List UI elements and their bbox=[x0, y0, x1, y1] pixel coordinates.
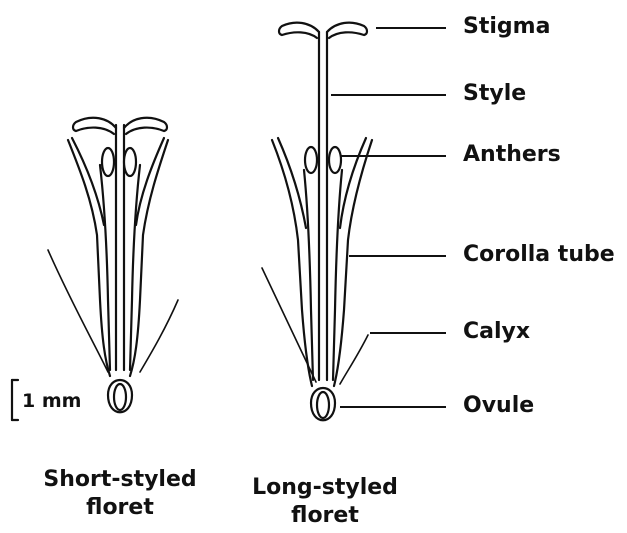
long-styled-floret-drawing bbox=[262, 23, 372, 421]
long-calyx-right bbox=[340, 335, 368, 384]
long-corolla-lobe-left-inner bbox=[278, 138, 306, 228]
short-anther-left bbox=[102, 148, 114, 176]
short-calyx-right bbox=[140, 300, 178, 372]
scale-bar-label: 1 mm bbox=[22, 390, 81, 412]
caption-short-styled-floret: Short-styled floret bbox=[30, 466, 210, 522]
long-corolla-lobe-right bbox=[334, 140, 372, 386]
long-stigma-right bbox=[327, 23, 367, 38]
short-stigma-left bbox=[73, 118, 116, 134]
short-styled-floret-drawing bbox=[48, 118, 178, 413]
long-anther-right bbox=[329, 147, 341, 173]
short-corolla-lobe-left-inner bbox=[72, 138, 104, 225]
label-stigma: Stigma bbox=[463, 14, 550, 40]
long-anther-left bbox=[305, 147, 317, 173]
caption-long-styled-floret: Long-styled floret bbox=[240, 474, 410, 530]
caption-long-line1: Long-styled bbox=[240, 474, 410, 502]
leader-lines bbox=[331, 28, 446, 407]
scale-bar bbox=[12, 380, 18, 420]
short-corolla-lobe-right-inner bbox=[136, 138, 164, 225]
long-stigma-left bbox=[279, 23, 319, 38]
caption-short-line2: floret bbox=[30, 494, 210, 522]
caption-long-line2: floret bbox=[240, 502, 410, 530]
short-anther-right bbox=[124, 148, 136, 176]
short-corolla-tube-left bbox=[100, 165, 110, 370]
label-calyx: Calyx bbox=[463, 319, 530, 345]
label-style: Style bbox=[463, 81, 526, 107]
short-corolla-tube-right bbox=[130, 165, 140, 370]
label-ovule: Ovule bbox=[463, 393, 534, 419]
label-anthers: Anthers bbox=[463, 142, 561, 168]
label-corolla-tube: Corolla tube bbox=[463, 242, 615, 268]
short-stigma-right bbox=[124, 118, 167, 134]
caption-short-line1: Short-styled bbox=[30, 466, 210, 494]
